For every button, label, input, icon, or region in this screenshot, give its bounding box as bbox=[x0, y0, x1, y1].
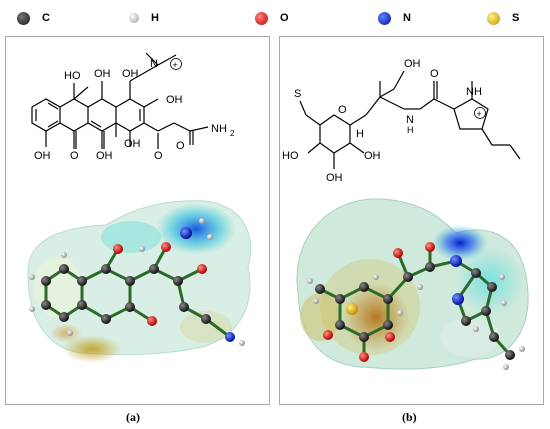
label-n: N bbox=[150, 58, 158, 70]
esp-surface-b bbox=[296, 198, 529, 370]
label-oh: OH bbox=[326, 172, 343, 184]
label-sub2: 2 bbox=[230, 129, 235, 138]
panel-b-drawing: OH S O H N H O NH HO OH OH + bbox=[282, 58, 529, 370]
label-oh: OH bbox=[94, 68, 111, 80]
legend-label: S bbox=[512, 12, 520, 24]
structure-a-side-chain bbox=[145, 52, 209, 145]
label-plus: + bbox=[173, 60, 178, 70]
legend-label: H bbox=[151, 12, 159, 24]
structure-b bbox=[299, 70, 521, 169]
label-oh: OH bbox=[124, 138, 141, 150]
caption-a: (a) bbox=[126, 410, 140, 424]
label-oh: OH bbox=[404, 58, 421, 70]
nitrogen-ball-icon bbox=[378, 11, 391, 25]
oxygen-ball-icon bbox=[255, 11, 268, 25]
legend-item-sulfur: S bbox=[487, 9, 519, 27]
label-o: O bbox=[154, 150, 163, 162]
legend-item-carbon: C bbox=[17, 9, 50, 27]
label-plus: + bbox=[477, 109, 482, 119]
label-o: O bbox=[176, 140, 185, 152]
label-nh-ring: NH bbox=[466, 86, 482, 98]
structure-a bbox=[31, 64, 175, 149]
ball-stick-b bbox=[307, 242, 525, 370]
label-nh: NH bbox=[211, 123, 227, 135]
legend-item-hydrogen: H bbox=[129, 9, 159, 27]
structure-a-labels: HO OH OH OH OH OH OH O O O N NH 2 + bbox=[34, 58, 235, 162]
label-oh: OH bbox=[96, 150, 113, 162]
panel-a: HO OH OH OH OH OH OH O O O N NH 2 + bbox=[5, 36, 270, 405]
label-o-amide: O bbox=[430, 68, 439, 80]
label-oh: OH bbox=[122, 68, 139, 80]
legend-label: N bbox=[403, 12, 411, 24]
ball-stick-a bbox=[29, 218, 245, 346]
label-ho: HO bbox=[282, 150, 299, 162]
charge-plus-icon bbox=[474, 107, 486, 119]
esp-surface-a bbox=[27, 200, 252, 363]
label-oh: OH bbox=[364, 150, 381, 162]
label-o-ring: O bbox=[338, 104, 347, 116]
legend-item-oxygen: O bbox=[255, 9, 289, 27]
atom-legend: C H O N S bbox=[0, 0, 550, 34]
label-o: O bbox=[70, 150, 79, 162]
caption-b: (b) bbox=[402, 410, 417, 424]
label-h2: H bbox=[407, 125, 414, 135]
label-ho: HO bbox=[64, 70, 81, 82]
label-oh: OH bbox=[166, 94, 183, 106]
legend-item-nitrogen: N bbox=[378, 9, 411, 27]
hydrogen-ball-icon bbox=[129, 13, 139, 23]
label-n: N bbox=[406, 114, 414, 126]
label-oh: OH bbox=[34, 150, 51, 162]
legend-label: O bbox=[280, 12, 289, 24]
charge-plus-icon bbox=[170, 58, 182, 70]
label-s: S bbox=[294, 88, 301, 100]
carbon-ball-icon bbox=[17, 11, 30, 25]
panel-a-drawing: HO OH OH OH OH OH OH O O O N NH 2 + bbox=[27, 52, 252, 363]
panel-b: OH S O H N H O NH HO OH OH + bbox=[279, 36, 544, 405]
label-h: H bbox=[356, 128, 364, 140]
sulfur-ball-icon bbox=[487, 11, 500, 25]
structure-b-labels: OH S O H N H O NH HO OH OH + bbox=[282, 58, 486, 184]
legend-label: C bbox=[42, 12, 50, 24]
